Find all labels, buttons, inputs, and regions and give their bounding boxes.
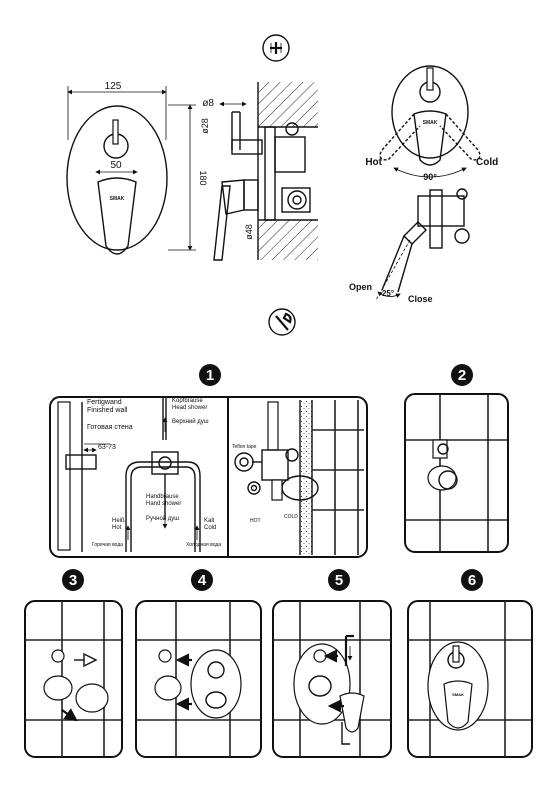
open-label: Open (349, 282, 372, 292)
step-6-panel: SMAK (407, 600, 533, 758)
wall-label-en: Finished wall (87, 407, 128, 414)
svg-text:5: 5 (335, 572, 343, 589)
head-shower-label-de: Kopfbrause (172, 398, 203, 404)
svg-text:3: 3 (69, 572, 77, 589)
step-4-panel (135, 600, 262, 758)
close-label: Close (408, 294, 433, 304)
cold-pipe-label: COLD (284, 514, 298, 520)
hot-water-label-ru: Горячая вода (92, 542, 123, 548)
hand-shower-label-en: Hand shower (146, 501, 181, 507)
tilt-angle-label: 25° (382, 289, 394, 298)
cold-label: Cold (476, 157, 498, 168)
front-view: 125 50 SMAK 180 (66, 81, 208, 255)
step-badge-1: 1 (199, 364, 221, 386)
svg-text:2: 2 (458, 367, 466, 384)
step-badge-6: 6 (461, 569, 483, 591)
cold-water-label-ru: Холодная вода (186, 542, 221, 548)
cold-label-en: Cold (204, 525, 216, 531)
step-5-panel (272, 600, 392, 758)
operation-view: SMAK Hot Cold 90° Open Close 25° (349, 65, 498, 304)
hot-label-de: Heiß (112, 518, 125, 524)
svg-text:4: 4 (198, 572, 207, 589)
hot-label: Hot (365, 157, 382, 168)
hand-shower-label-de: Handbrause (146, 494, 179, 500)
step-badge-5: 5 (328, 569, 350, 591)
svg-text:6: 6 (468, 572, 476, 589)
teflon-tape-label: Teflon tape (232, 444, 257, 450)
body-diameter-label: ø48 (244, 224, 254, 240)
wrench-icon (268, 308, 296, 336)
step-2-panel (404, 393, 509, 553)
wall-label-de: Fertigwand (87, 399, 122, 406)
pin-diameter-label: ø8 (202, 98, 214, 109)
brand-logo: SMAK (110, 196, 125, 202)
step-badge-3: 3 (62, 569, 84, 591)
wall-label-ru: Готовая стена (87, 424, 133, 431)
svg-text:1: 1 (206, 367, 214, 384)
step-1-panel: Fertigwand Finished wall Готовая стена 6… (49, 396, 368, 558)
step-badge-2: 2 (451, 364, 473, 386)
step-badge-4: 4 (191, 569, 213, 591)
operation-brand-logo: SMAK (423, 120, 438, 126)
cold-label-de: Kalt (204, 518, 215, 524)
depth-label: 63-73 (98, 444, 116, 451)
rotation-angle-label: 90° (423, 172, 437, 182)
handle-dimension: 50 (110, 160, 122, 171)
side-view: ø8 ø28 ø48 (200, 82, 318, 261)
width-dimension: 125 (105, 81, 122, 92)
hot-label-en: Hot (112, 525, 122, 531)
hand-shower-label-ru: Ручной душ (146, 515, 179, 522)
hot-pipe-label: HOT (250, 518, 261, 524)
step-3-panel (24, 600, 123, 758)
head-shower-label-en: Head shower (172, 405, 207, 411)
head-shower-label-ru: Верхний душ (172, 418, 209, 425)
height-dimension: 180 (198, 170, 208, 185)
step-6-brand-logo: SMAK (452, 692, 464, 697)
cross-symbol-icon (262, 34, 290, 62)
spindle-diameter-label: ø28 (200, 118, 210, 134)
